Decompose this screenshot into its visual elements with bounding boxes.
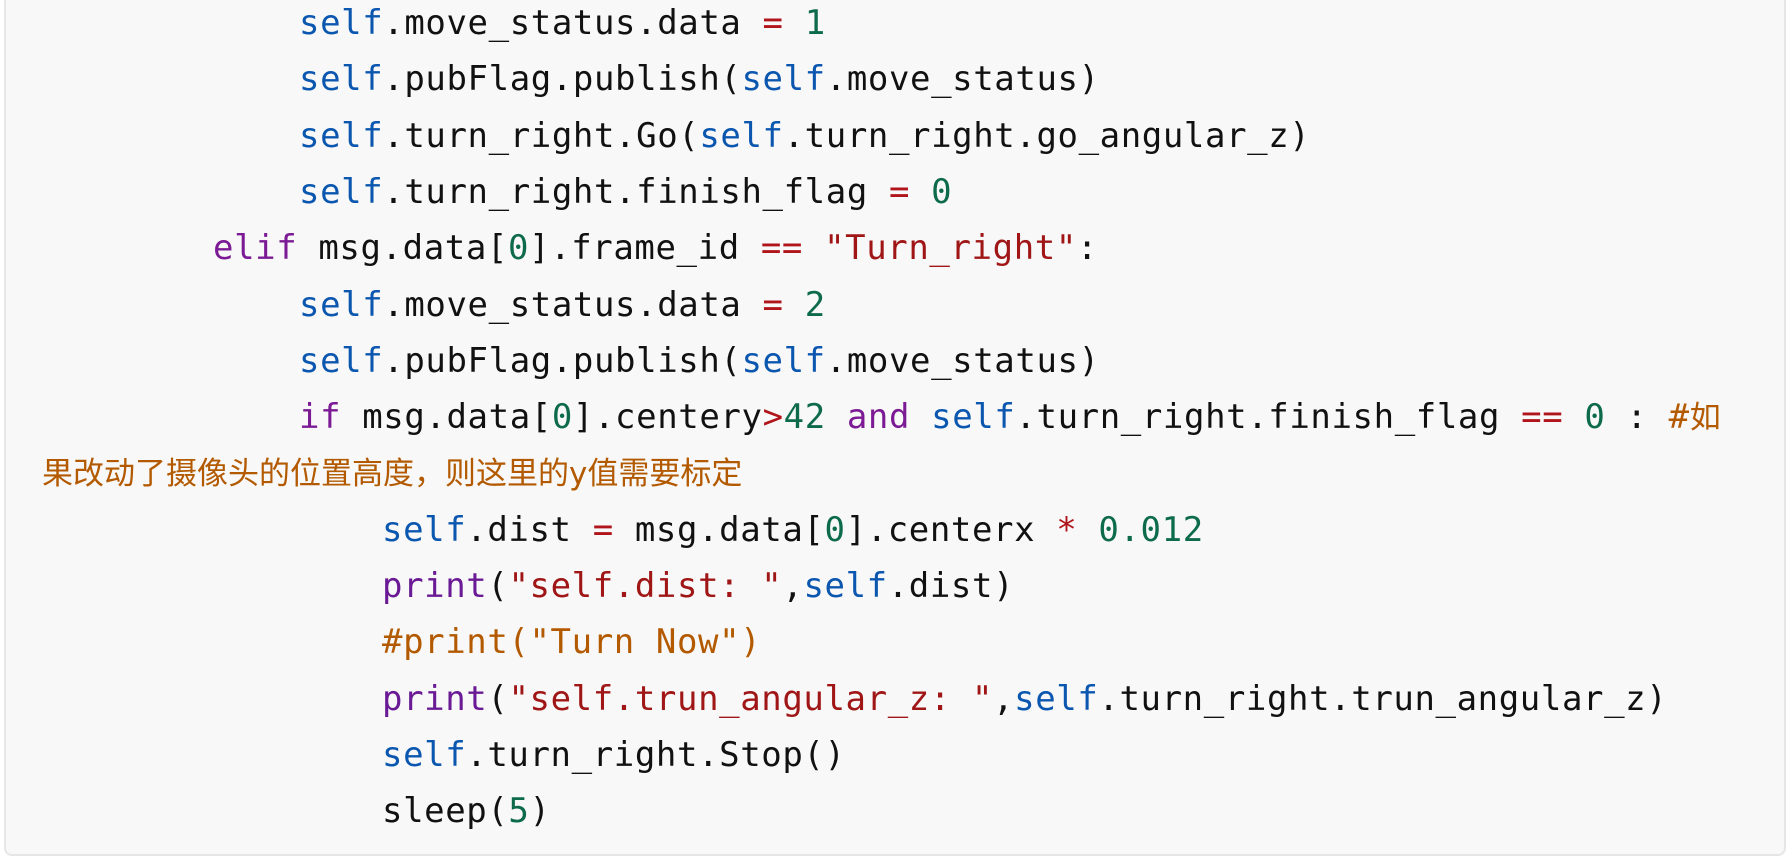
code-line: self.move_status.data = 1 xyxy=(299,0,826,51)
token-code-text: : xyxy=(1076,228,1098,269)
token-code-text: .turn_right.Stop() xyxy=(466,734,846,775)
token-number-literal: 0 xyxy=(931,171,953,212)
token-code-text xyxy=(784,3,805,43)
token-self-keyword: self xyxy=(299,171,384,212)
token-code-text: ].frame_id xyxy=(529,228,761,269)
code-line-wrapped: 果改动了摄像头的位置高度，则这里的y值需要标定 xyxy=(42,445,742,501)
token-operator: == xyxy=(1521,397,1564,438)
code-line: elif msg.data[0].frame_id == "Turn_right… xyxy=(213,220,1098,276)
token-number-literal: 5 xyxy=(508,791,530,832)
token-code-text: msg.data[ xyxy=(341,397,552,438)
token-self-keyword: self xyxy=(741,340,826,381)
token-code-text: .turn_right.go_angular_z) xyxy=(783,115,1311,156)
token-comment: # xyxy=(1668,397,1690,438)
token-keyword: if xyxy=(299,397,342,438)
token-number-literal: 0 xyxy=(1584,397,1606,438)
token-code-text: .move_status) xyxy=(825,340,1100,381)
token-string-literal: "Turn_right" xyxy=(824,228,1077,269)
code-line: print("self.dist: ",self.dist) xyxy=(382,558,1014,614)
token-code-text: .pubFlag.publish( xyxy=(383,340,742,381)
token-number-literal: 0 xyxy=(507,228,530,269)
code-line: self.turn_right.Go(self.turn_right.go_an… xyxy=(299,108,1310,164)
token-code-text xyxy=(784,285,805,325)
token-keyword: and xyxy=(846,397,911,438)
code-line: if msg.data[0].centery>42 and self.turn_… xyxy=(299,389,1721,445)
token-code-text: ].centery xyxy=(572,397,763,438)
code-line: self.turn_right.finish_flag = 0 xyxy=(299,164,952,220)
token-self-keyword: self xyxy=(382,734,467,775)
token-code-text: .turn_right.Go( xyxy=(383,115,700,156)
token-code-text: , xyxy=(782,566,804,606)
token-code-text: .turn_right.trun_angular_z) xyxy=(1098,678,1668,719)
token-string-literal: "self.trun_angular_z: " xyxy=(508,678,994,719)
token-code-text: .turn_right.finish_flag xyxy=(383,171,889,212)
token-code-text: msg.data[ xyxy=(613,509,825,550)
token-operator: * xyxy=(1056,509,1078,550)
token-code-text xyxy=(1563,397,1584,437)
token-code-text: ( xyxy=(487,566,509,606)
token-keyword: elif xyxy=(213,228,298,269)
token-self-keyword: self xyxy=(299,340,384,381)
token-operator: == xyxy=(760,228,803,269)
token-number-literal: 1 xyxy=(804,3,826,43)
token-comment-text: 如 xyxy=(1689,400,1721,437)
token-self-keyword: self xyxy=(1014,678,1099,719)
token-code-text xyxy=(826,397,847,437)
token-code-text: .move_status.data xyxy=(383,3,763,43)
token-comment-text: 果改动了摄像头的位置高度，则这里的y值需要标定 xyxy=(42,456,743,493)
token-self-keyword: self xyxy=(299,3,384,43)
token-self-keyword: self xyxy=(699,115,784,156)
token-code-text: .dist) xyxy=(887,566,1015,606)
token-operator: > xyxy=(762,397,784,438)
token-number-literal: 2 xyxy=(804,284,826,325)
token-code-text xyxy=(910,397,931,437)
code-line: self.move_status.data = 2 xyxy=(299,277,826,333)
token-self-keyword: self xyxy=(931,397,1016,438)
token-self-keyword: self xyxy=(299,284,384,325)
token-code-text xyxy=(1077,510,1098,550)
token-operator: = xyxy=(762,284,784,325)
token-number-literal: 0.012 xyxy=(1098,509,1204,550)
code-line: #print("Turn Now") xyxy=(382,614,761,670)
token-operator: = xyxy=(888,171,911,212)
token-self-keyword: self xyxy=(803,566,888,606)
token-string-literal: "self.dist: " xyxy=(508,566,783,606)
token-self-keyword: self xyxy=(741,59,826,100)
token-number-literal: 42 xyxy=(783,397,826,438)
token-code-text: .pubFlag.publish( xyxy=(383,59,742,100)
code-line: self.dist = msg.data[0].centerx * 0.012 xyxy=(382,502,1204,558)
code-line: self.turn_right.Stop() xyxy=(382,727,846,783)
token-code-text: ].centerx xyxy=(845,509,1057,550)
token-self-keyword: self xyxy=(299,59,384,100)
token-code-text: ) xyxy=(529,791,551,832)
token-number-literal: 0 xyxy=(551,397,573,438)
token-code-text: : xyxy=(1605,397,1669,438)
token-code-text: , xyxy=(993,678,1015,719)
token-builtin-function: print xyxy=(382,678,488,719)
code-line: print("self.trun_angular_z: ",self.turn_… xyxy=(382,671,1667,727)
token-code-text: ( xyxy=(487,678,509,719)
token-code-text: .move_status.data xyxy=(383,284,763,325)
token-code-text: .dist xyxy=(466,509,593,550)
token-code-text: sleep( xyxy=(382,791,509,832)
code-line: self.pubFlag.publish(self.move_status) xyxy=(299,333,1100,389)
token-self-keyword: self xyxy=(299,115,384,156)
token-builtin-function: print xyxy=(382,566,488,606)
code-line: sleep(5) xyxy=(382,783,551,839)
token-operator: = xyxy=(762,3,784,43)
token-number-literal: 0 xyxy=(824,509,846,550)
token-code-text xyxy=(803,228,824,268)
token-code-text: .turn_right.finish_flag xyxy=(1015,397,1522,438)
token-code-text: msg.data[ xyxy=(297,228,508,269)
token-operator: = xyxy=(592,509,614,550)
code-line: self.pubFlag.publish(self.move_status) xyxy=(299,51,1100,107)
token-comment: #print("Turn Now") xyxy=(382,622,762,663)
token-code-text xyxy=(910,172,931,212)
token-self-keyword: self xyxy=(382,509,467,550)
token-code-text: .move_status) xyxy=(825,59,1100,100)
